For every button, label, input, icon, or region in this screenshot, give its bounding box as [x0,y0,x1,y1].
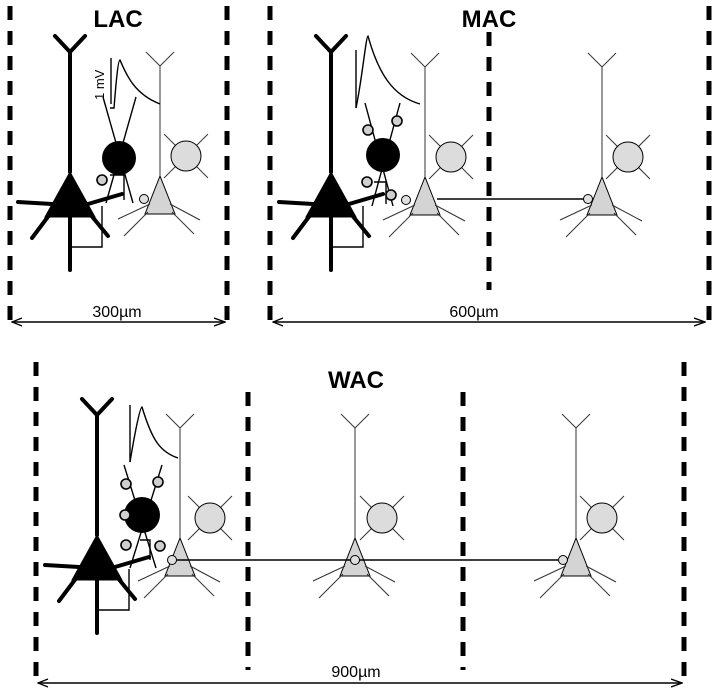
wac-gray-interneuron-2 [359,495,405,541]
lac-panel: LAC 1 mV 300µm [7,6,230,322]
wac-synapse-2 [350,555,360,565]
lac-black-interneuron [96,96,137,204]
wac-synapse-3 [558,555,568,565]
wac-title: WAC [328,367,384,394]
wac-panel: WAC [33,362,687,683]
wac-black-interneuron [119,464,166,569]
wac-scale-label: 900µm [331,664,380,681]
lac-scale-label: 300µm [92,304,141,321]
wac-gray-interneuron-1 [187,495,233,541]
mac-black-interneuron [361,102,403,207]
mac-gray-interneuron-1 [428,134,474,180]
mac-title: MAC [462,6,517,33]
wac-synapse-1 [167,555,177,565]
mac-gray-interneuron-2 [605,134,651,180]
mv-scale-label: 1 mV [92,69,107,100]
mac-synapse [401,195,411,205]
lac-synapse [139,194,149,204]
mac-scale-label: 600µm [449,304,498,321]
lac-title: LAC [93,6,142,33]
mac-epsp-trace [355,35,421,109]
wac-epsp-trace [129,405,179,463]
lac-gray-interneuron [163,133,209,179]
wac-gray-interneuron-3 [579,495,625,541]
lac-epsp-trace: 1 mV [92,58,161,109]
mac-distal-synapse [583,194,593,204]
mac-panel: MAC [267,6,712,322]
